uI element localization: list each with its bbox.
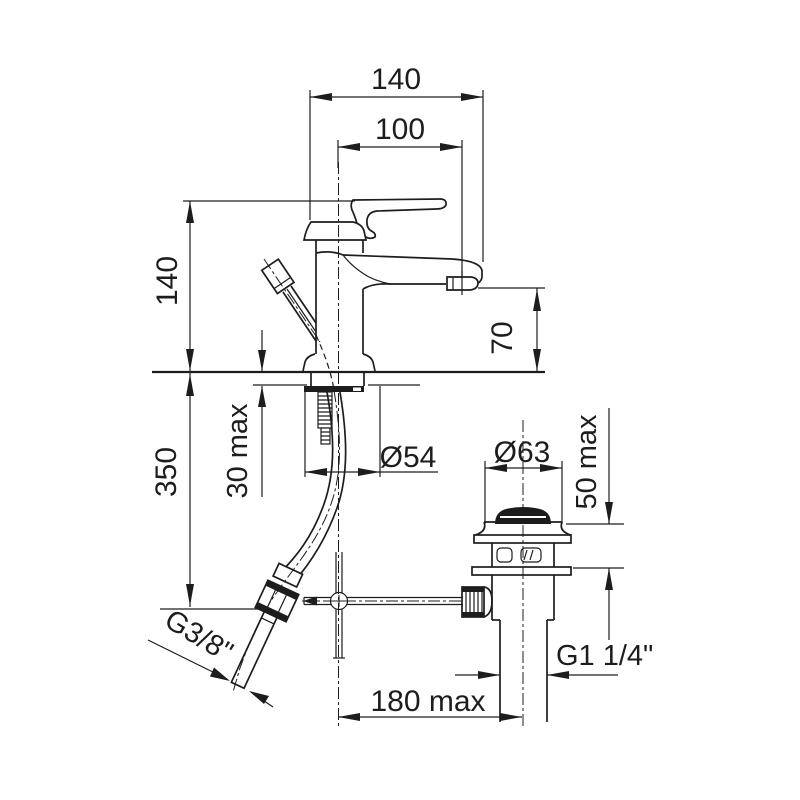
- fitting-collar: [273, 276, 291, 290]
- arrow-50-top: [605, 502, 613, 524]
- hose-end-fitting: [260, 257, 296, 295]
- label-waste-diameter: Ø63: [494, 436, 551, 469]
- base-flange-right: [362, 353, 376, 372]
- threaded-stud: [317, 391, 333, 445]
- arrow-63-l: [485, 464, 507, 472]
- waste-locknut: [471, 566, 572, 576]
- label-basin-thickness: 50 max: [571, 414, 603, 510]
- nut-band-top: [265, 580, 299, 601]
- faucet-cartridge-cap: [302, 221, 368, 241]
- washer-notch: [353, 387, 361, 391]
- pop-up-linkage: [303, 552, 463, 659]
- arrow-70-top: [533, 289, 541, 311]
- hose-collar: [271, 562, 304, 589]
- arrow-100-r: [440, 143, 462, 151]
- hose-curve-left: [279, 391, 334, 574]
- nut-flat-b: [275, 589, 290, 618]
- spout-back-edge: [315, 251, 344, 256]
- label-below-deck-length: 350: [150, 447, 183, 497]
- label-width-total: 140: [371, 63, 421, 96]
- arrow-54-l: [305, 468, 327, 476]
- label-spout-reach: 100: [375, 113, 425, 146]
- hose-curve-right: [292, 391, 347, 584]
- collar-body: [271, 562, 304, 589]
- supply-hose-upper: [260, 257, 335, 391]
- lower-hose-axis: [232, 389, 341, 693]
- deck-lines: [152, 370, 545, 386]
- hose-edge-a: [290, 285, 317, 324]
- stud-tip-threads: [321, 431, 330, 441]
- supply-nipple: [230, 610, 279, 690]
- overflow-slot-right: [520, 547, 542, 563]
- hose-nut: [230, 579, 300, 690]
- arrow-180-l: [338, 713, 360, 721]
- mounting-washer: [304, 386, 364, 392]
- arrow-140w-r: [461, 93, 483, 101]
- label-deck-thickness: 30 max: [222, 403, 254, 499]
- arrow-g1-r: [547, 671, 569, 679]
- arrow-30-top: [258, 350, 266, 371]
- arrow-g38-lower: [249, 691, 269, 704]
- arrow-350-bottom: [186, 584, 194, 606]
- nipple-collar-line: [261, 617, 275, 625]
- arrow-140h-top: [186, 201, 194, 223]
- mounting-hardware: [304, 372, 365, 445]
- supply-hose-lower: [230, 391, 347, 690]
- arrow-350-top: [186, 374, 194, 396]
- knob-knurls: [465, 592, 483, 612]
- stud-threads: [318, 395, 332, 425]
- arrow-140w-l: [310, 93, 332, 101]
- hose-hidden-path: [315, 334, 335, 391]
- centerlines: [232, 162, 524, 726]
- knob-transition: [483, 586, 493, 618]
- faucet: [302, 198, 483, 372]
- base-flange-left: [302, 353, 316, 372]
- label-outlet-height: 70: [486, 321, 519, 354]
- waste-flare-left: [474, 521, 486, 536]
- upper-hose-axis: [263, 258, 321, 343]
- arrow-100-l: [338, 143, 360, 151]
- knob-band-bottom: [462, 612, 484, 617]
- pop-up-waste: [461, 507, 572, 722]
- label-base-diameter: Ø54: [380, 441, 437, 474]
- arrow-70-bottom: [533, 349, 541, 371]
- arrow-g38-upper: [210, 667, 230, 681]
- dimensions: [147, 90, 624, 721]
- label-waste-thread: G1 1/4": [556, 640, 653, 672]
- overflow-slot-left: [496, 547, 513, 563]
- arrow-140h-bottom: [186, 349, 194, 371]
- hose-edge-b: [282, 291, 317, 342]
- label-supply-thread: G3/8": [159, 604, 238, 669]
- arrow-50-bottom: [605, 568, 613, 590]
- label-height-above-deck: 140: [151, 256, 184, 306]
- arrow-63-r: [540, 464, 562, 472]
- slot-hatch: [523, 549, 534, 561]
- hose-braid-line: [286, 288, 317, 333]
- spout-underside: [362, 283, 446, 290]
- pop-up-knob: [461, 586, 493, 618]
- arrow-30-bottom: [258, 386, 266, 407]
- knob-band-top: [462, 587, 484, 592]
- arrow-54-r: [358, 468, 380, 476]
- arrow-g1-l: [478, 671, 500, 679]
- nut-band-bottom: [255, 601, 289, 622]
- faucet-lever: [350, 198, 447, 240]
- label-axis-distance: 180 max: [370, 685, 485, 718]
- arrow-180-r: [500, 713, 522, 721]
- fitting-body: [260, 257, 296, 295]
- dimension-labels: 140 100 140 70 30 max 350 Ø54 Ø63 50 max…: [150, 63, 653, 718]
- spout-fillet-crease: [342, 254, 392, 285]
